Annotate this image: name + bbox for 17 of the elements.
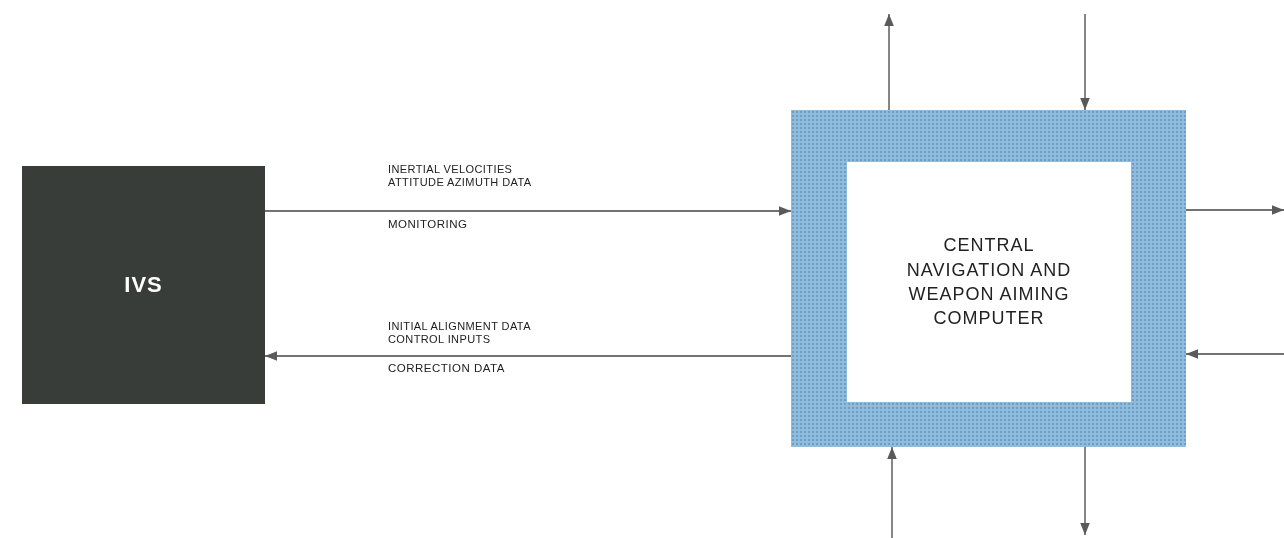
arrow bbox=[264, 206, 792, 216]
node-label: IVS bbox=[124, 271, 163, 300]
node-label: CENTRAL NAVIGATION AND WEAPON AIMING COMPUTER bbox=[905, 234, 1073, 331]
arrow bbox=[884, 13, 894, 111]
process-box bbox=[847, 162, 1131, 402]
unit-box bbox=[22, 166, 265, 404]
arrow bbox=[1185, 205, 1284, 215]
arrow bbox=[264, 351, 792, 361]
arrow bbox=[1185, 349, 1284, 359]
edge-label: INERTIAL VELOCITIES ATTITUDE AZIMUTH DATA bbox=[388, 163, 533, 189]
arrow bbox=[887, 446, 897, 538]
shaded-frame bbox=[791, 110, 1186, 447]
signal-label: MONITORING bbox=[388, 218, 468, 230]
arrow bbox=[1080, 13, 1090, 111]
edge-label: INITIAL ALIGNMENT DATA CONTROL INPUTS bbox=[388, 320, 532, 346]
signal-label: CORRECTION DATA bbox=[388, 362, 505, 374]
arrow bbox=[1080, 446, 1090, 536]
